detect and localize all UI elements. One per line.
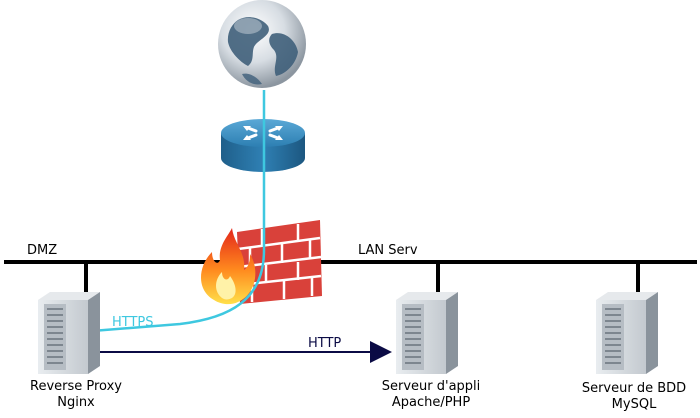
server-icon-app: [396, 292, 458, 374]
https-label: HTTPS: [112, 315, 154, 330]
firewall-icon: [201, 220, 322, 305]
https-flow-line: [82, 90, 266, 337]
zone-label-dmz: DMZ: [27, 243, 57, 258]
http-label: HTTP: [308, 336, 341, 351]
app-label-line2: Apache/PHP: [392, 395, 470, 410]
db-label-line1: Serveur de BDD: [582, 381, 686, 396]
server-icon-proxy: [38, 292, 100, 374]
globe-icon: [218, 0, 306, 88]
proxy-label-line1: Reverse Proxy: [30, 379, 122, 394]
proxy-label-line2: Nginx: [57, 395, 95, 410]
server-icon-db: [596, 292, 658, 374]
app-label-line1: Serveur d'appli: [382, 379, 481, 394]
zone-label-lan: LAN Serv: [358, 243, 418, 258]
db-label-line2: MySQL: [612, 397, 657, 412]
